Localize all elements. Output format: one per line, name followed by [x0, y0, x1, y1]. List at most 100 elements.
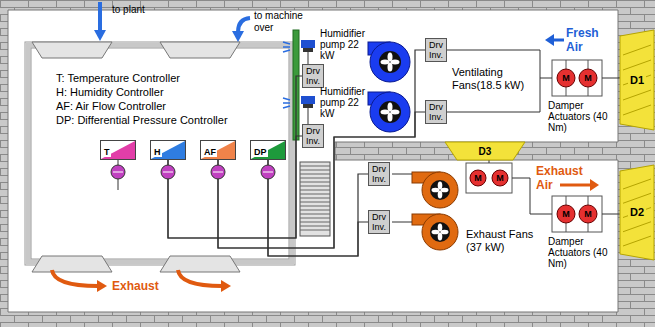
ventilating-fan-symbol [370, 42, 410, 82]
node-text: D2 [628, 206, 646, 218]
air-diffuser [32, 256, 112, 272]
signal-wire [168, 136, 302, 238]
ventilating-fan-symbol [388, 103, 393, 112]
controller-indicator [201, 141, 235, 159]
exhaust-air-arrow [590, 179, 599, 191]
node-text: Drv Inv. [306, 66, 320, 86]
supply-air-arrow [98, 2, 102, 31]
controller-box: T [100, 140, 136, 160]
damper-panel: D1 [620, 30, 654, 130]
ventilating-fan-symbol [370, 92, 410, 132]
drive-inverter-box: Drv Inv. [368, 210, 390, 234]
exhaust-fan-symbol [432, 188, 440, 193]
controller-box: DP [250, 140, 286, 160]
exhaust-fan-symbol [412, 172, 458, 208]
equipment-label: Ventilating Fans(18.5 kW) [452, 66, 536, 91]
supply-air-arrow [238, 18, 250, 32]
damper-panel: D2 [620, 165, 654, 260]
node-text: D3 [477, 146, 494, 157]
humidifier-pump-symbol [303, 104, 313, 108]
supply-air-arrow [94, 30, 106, 41]
damper-hatch [623, 179, 651, 189]
exhaust-air-arrow [560, 184, 591, 187]
equipment-label: Damper Actuators (40 Nm) [548, 236, 614, 269]
fresh-air-arrow [545, 34, 554, 46]
controller-indicator [151, 141, 185, 159]
signal-wire [268, 160, 368, 256]
node-text: DP [253, 147, 268, 157]
air-handling-frame [31, 48, 289, 259]
legend-text: H: Humidity Controller [56, 86, 164, 99]
ventilating-fan-symbol [368, 92, 410, 132]
exhaust-grille [300, 162, 330, 236]
motor-mark: M [494, 173, 506, 183]
exhaust-fan-symbol [430, 222, 450, 242]
damper-hatch [623, 45, 651, 55]
exhaust-fan-symbol [438, 233, 443, 241]
air-diffuser [160, 42, 240, 58]
motor-mark: M [582, 73, 594, 83]
flow-note: to machine over [254, 10, 308, 33]
drive-inverter-box: Drv Inv. [425, 100, 447, 124]
node-text: T [103, 147, 111, 157]
node-text: D1 [628, 74, 646, 86]
damper-outline [620, 165, 654, 260]
exhaust-fan-symbol [422, 214, 458, 250]
exhaust-fan-symbol [392, 172, 458, 250]
signal-wire [218, 112, 425, 248]
humidifier-pump-symbol [303, 48, 313, 52]
node-text: Drv Inv. [372, 164, 386, 184]
damper-hatch [623, 90, 651, 100]
damper-hatch [623, 60, 651, 70]
air-handling-frame [25, 42, 295, 265]
humidifier-screen [283, 42, 290, 108]
controller-box: AF [200, 140, 236, 160]
motor-mark: M [560, 73, 572, 83]
controller-indicator [101, 141, 135, 159]
air-diffuser [32, 42, 112, 58]
exhaust-fan-symbol [392, 174, 412, 222]
fresh-air-arrow [545, 34, 564, 46]
air-flow-label: Fresh Air [566, 26, 612, 54]
node-text: Drv Inv. [429, 102, 443, 122]
motor-mark: M [560, 209, 572, 219]
flow-note: to plant [112, 4, 145, 16]
exhaust-fan-symbol [422, 172, 458, 208]
sensor-symbol [113, 171, 273, 172]
damper-actuator-symbol [557, 69, 575, 87]
humidifier-pump-symbol [308, 52, 309, 124]
node-text: Drv Inv. [372, 212, 386, 232]
humidifier-pump-symbol [301, 40, 315, 48]
drive-inverter-box: Drv Inv. [302, 64, 324, 88]
sensor-symbol [111, 165, 275, 179]
ventilating-fan-symbol [391, 60, 400, 65]
damper-hatch [623, 105, 651, 115]
exhaust-grille [300, 166, 330, 230]
damper-actuator-symbol [492, 170, 508, 186]
supply-air-arrow [232, 31, 244, 42]
damper-actuator-symbol [466, 163, 512, 193]
exhaust-fan-symbol [438, 182, 443, 190]
node-text: Drv Inv. [429, 40, 443, 60]
ventilating-fan-symbol [379, 51, 401, 73]
drive-inverter-box: Drv Inv. [368, 162, 390, 186]
air-flow-label: Exhaust [112, 280, 159, 294]
humidifier-pump-symbol [301, 96, 315, 104]
ventilating-fan-symbol [381, 110, 390, 115]
air-flow-label: Exhaust Air [536, 164, 590, 192]
exhaust-fan-symbol [432, 230, 440, 235]
damper-actuator-symbol [557, 205, 575, 223]
signal-wire [218, 50, 425, 248]
exhaust-arrow [52, 270, 98, 286]
equipment-label: Damper Actuators (40 Nm) [548, 100, 614, 133]
air-diffuser [160, 256, 240, 272]
damper-hatch [623, 222, 651, 232]
exhaust-air-arrow [560, 179, 599, 191]
brick-wall [8, 10, 618, 312]
signal-wire [268, 160, 368, 256]
ventilating-fan-symbol [379, 101, 401, 123]
signal-wire [168, 76, 302, 238]
exhaust-fan-symbol [438, 191, 443, 199]
damper-outline [445, 142, 525, 160]
